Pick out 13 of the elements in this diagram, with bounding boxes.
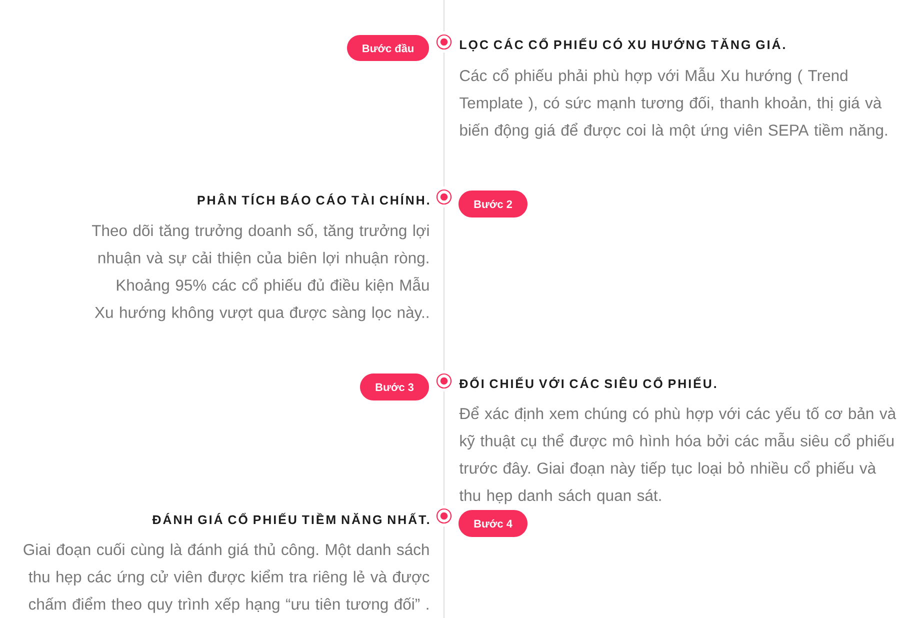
timeline-marker (436, 189, 452, 205)
timeline-marker (436, 508, 452, 524)
timeline-marker (436, 34, 452, 50)
step-description: Các cổ phiếu phải phù hợp với Mẫu Xu hướng ( Trend Template ), có sức mạnh tương đối, thanh khoản, thị giá và biến động giá để được coi là một ứng viên SEPA tiềm năng. (460, 67, 887, 139)
step-description: Để xác định xem chúng có phù hợp với các yếu tố cơ bản và kỹ thuật cụ thể được mô hình hóa bởi các mẫu siêu cổ phiếu trước đây. Giai đoạn này tiếp tục loại bỏ nhiều cổ phiếu và thu hẹp danh sách quan sát. (459, 406, 896, 504)
timeline-marker (436, 373, 452, 389)
step-heading: ĐỐI CHIẾU VỚI CÁC SIÊU CỔ PHIẾU. (459, 376, 716, 388)
step-heading: PHÂN TÍCH BÁO CÁO TÀI CHÍNH. (198, 193, 429, 205)
step-heading: LỌC CÁC CỔ PHIẾU CÓ XU HƯỚNG TĂNG GIÁ. (460, 38, 785, 52)
step-description: Theo dõi tăng trưởng doanh số, tăng trưởng lợi nhuận và sự cải thiện của biên lợi nhuận ròng. Khoảng 95% các cổ phiếu đủ điều kiện Mẫu Xu hướng không vượt qua được sàng lọc này.. (92, 224, 429, 322)
step-description: Giai đoạn cuối cùng là đánh giá thủ công. Một danh sách thu hẹp các ứng cử viên được kiểm tra riêng lẻ và được chấm điểm theo quy trình xếp hạng “ưu tiên tương đối” . (24, 542, 430, 613)
step-heading: ĐÁNH GIÁ CỔ PHIẾU TIỀM NĂNG NHẤT. (152, 512, 429, 524)
step-badge: Bước đầu (347, 35, 429, 61)
